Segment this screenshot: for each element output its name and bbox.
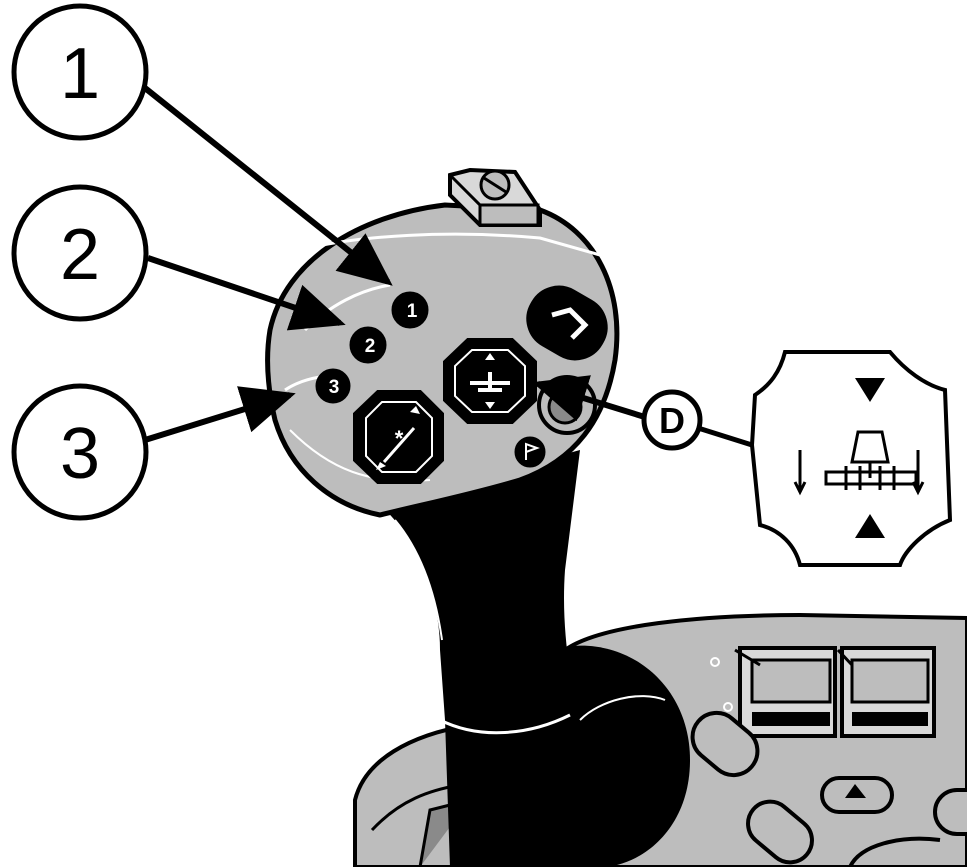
handle-button-1[interactable]: 1 bbox=[391, 291, 429, 329]
callout-d-label: D bbox=[659, 400, 685, 441]
knob-detail-inset bbox=[749, 350, 953, 567]
handle-button-1-label: 1 bbox=[407, 301, 418, 322]
callout-d: D bbox=[641, 389, 703, 451]
hitch-symbol-icon bbox=[470, 372, 510, 392]
console-oval-button-2[interactable] bbox=[739, 793, 821, 867]
joystick-shaft bbox=[380, 450, 690, 867]
console-oval-button-3[interactable] bbox=[933, 788, 967, 836]
handle-button-2-label: 2 bbox=[365, 336, 376, 357]
handle-button-2[interactable]: 2 bbox=[349, 326, 387, 364]
callout-1: 1 bbox=[11, 3, 149, 141]
hitch-icon bbox=[551, 307, 589, 340]
callout-3-label: 3 bbox=[60, 414, 100, 494]
flag-icon bbox=[525, 442, 540, 460]
leader-lines bbox=[143, 85, 753, 448]
slider-control-right[interactable] bbox=[840, 646, 936, 738]
hitch-control-knob[interactable] bbox=[443, 338, 537, 424]
handle-button-3-label: 3 bbox=[329, 377, 340, 398]
console-oval-button-1[interactable] bbox=[683, 703, 767, 785]
callout-2-label: 2 bbox=[60, 215, 100, 295]
console-hitch-button[interactable] bbox=[820, 776, 894, 814]
arrow-up-icon bbox=[855, 514, 885, 538]
callout-2: 2 bbox=[11, 184, 149, 322]
flag-button[interactable] bbox=[514, 436, 546, 468]
arrow-down-icon bbox=[855, 378, 885, 402]
hitch-diagram-icon bbox=[793, 430, 925, 496]
handle-button-3[interactable]: 3 bbox=[315, 368, 351, 404]
callout-3: 3 bbox=[11, 383, 149, 521]
callout-1-label: 1 bbox=[60, 34, 100, 114]
screw-block bbox=[448, 167, 542, 227]
asterisk-icon: * bbox=[395, 426, 404, 451]
implement-control-knob[interactable]: * bbox=[353, 390, 444, 484]
hitch-button[interactable] bbox=[517, 276, 617, 370]
